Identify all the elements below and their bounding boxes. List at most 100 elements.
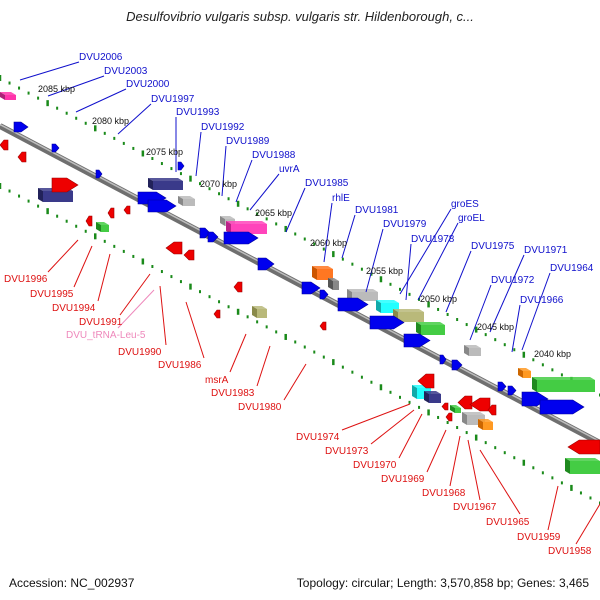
leader-line — [97, 253, 111, 302]
gene-label-groes[interactable]: groES — [451, 199, 479, 210]
gene-label-msra[interactable]: msrA — [205, 375, 229, 386]
gene-label-dvu1990[interactable]: DVU1990 — [118, 347, 162, 358]
gene-label-dvu1979[interactable]: DVU1979 — [383, 219, 427, 230]
scale-label-2080-kbp: 2080 kbp — [92, 116, 129, 126]
gene-label-dvu1994[interactable]: DVU1994 — [52, 303, 96, 314]
gene-label-dvu1972[interactable]: DVU1972 — [491, 275, 535, 286]
leader-line — [117, 289, 155, 329]
gene-label-dvu1959[interactable]: DVU1959 — [517, 532, 561, 543]
gene-label-dvu1964[interactable]: DVU1964 — [550, 263, 594, 274]
gene-label-dvu1978[interactable]: DVU1978 — [411, 234, 455, 245]
forward-gene-arrow — [319, 289, 329, 300]
leader-line — [75, 88, 127, 113]
scale-label-2085-kbp: 2085 kbp — [38, 84, 75, 94]
leader-line — [479, 449, 521, 515]
leader-line — [256, 345, 271, 387]
gene-label-dvu2006[interactable]: DVU2006 — [79, 52, 123, 63]
gene-label-dvu1975[interactable]: DVU1975 — [471, 241, 515, 252]
scale-label-2070-kbp: 2070 kbp — [200, 179, 237, 189]
gene-label-dvu1966[interactable]: DVU1966 — [520, 295, 564, 306]
gene-label-dvu-trna-leu-5[interactable]: DVU_tRNA-Leu-5 — [66, 330, 146, 341]
reverse-gene-arrow — [213, 309, 221, 319]
gene-label-dvu1971[interactable]: DVU1971 — [524, 245, 568, 256]
forward-gene-arrow — [403, 333, 431, 348]
reverse-gene-arrow — [165, 241, 183, 255]
reverse-gene-arrow — [0, 139, 9, 151]
gene-label-dvu1974[interactable]: DVU1974 — [296, 432, 340, 443]
gene-label-dvu1970[interactable]: DVU1970 — [353, 460, 397, 471]
gene-feature-block — [450, 405, 461, 413]
scale-label-2075-kbp: 2075 kbp — [146, 147, 183, 157]
leader-line — [119, 273, 151, 316]
gene-label-dvu1980[interactable]: DVU1980 — [238, 402, 282, 413]
gene-feature-block — [376, 300, 399, 313]
forward-gene-arrow — [301, 281, 321, 295]
leader-line — [405, 243, 412, 301]
gene-label-dvu1986[interactable]: DVU1986 — [158, 360, 202, 371]
leader-line — [370, 409, 415, 445]
gene-label-dvu1997[interactable]: DVU1997 — [151, 94, 195, 105]
leader-line — [283, 363, 307, 401]
leader-line — [47, 239, 79, 273]
forward-gene-arrow — [497, 381, 507, 392]
reverse-gene-arrow — [123, 205, 131, 215]
gene-label-dvu1988[interactable]: DVU1988 — [252, 150, 296, 161]
gene-feature-block — [416, 322, 445, 335]
leader-line — [467, 439, 481, 501]
scale-label-2050-kbp: 2050 kbp — [420, 294, 457, 304]
gene-feature-block — [312, 266, 333, 280]
gene-label-dvu1967[interactable]: DVU1967 — [453, 502, 497, 513]
gene-label-dvu1993[interactable]: DVU1993 — [176, 107, 220, 118]
gene-label-dvu1969[interactable]: DVU1969 — [381, 474, 425, 485]
leader-line — [445, 250, 472, 313]
gene-label-dvu2000[interactable]: DVU2000 — [126, 79, 170, 90]
gene-label-dvu1983[interactable]: DVU1983 — [211, 388, 255, 399]
gene-feature-block — [532, 377, 595, 392]
forward-gene-arrow — [257, 257, 275, 271]
gene-feature-block — [464, 345, 481, 356]
forward-gene-arrow — [451, 359, 463, 371]
gene-label-dvu2003[interactable]: DVU2003 — [104, 66, 148, 77]
upper-tick-row — [0, 75, 600, 397]
gene-feature-block — [0, 92, 16, 100]
gene-label-uvra[interactable]: uvrA — [279, 164, 300, 175]
leader-line — [521, 272, 551, 351]
gene-label-dvu1968[interactable]: DVU1968 — [422, 488, 466, 499]
gene-label-rhle[interactable]: rhlE — [332, 193, 350, 204]
topology-text: Topology: circular; Length: 3,570,858 bp… — [296, 576, 589, 590]
gene-label-dvu1965[interactable]: DVU1965 — [486, 517, 530, 528]
gene-feature-block — [478, 419, 493, 430]
gene-label-dvu1989[interactable]: DVU1989 — [226, 136, 270, 147]
forward-gene-arrow — [199, 227, 211, 239]
forward-gene-arrow — [507, 385, 517, 396]
gene-label-groel[interactable]: groEL — [458, 213, 485, 224]
gene-feature-block — [328, 278, 339, 290]
gene-label-dvu1985[interactable]: DVU1985 — [305, 178, 349, 189]
forward-gene-arrow — [223, 231, 259, 245]
leader-line — [19, 61, 80, 81]
reverse-gene-arrow — [417, 373, 435, 389]
reverse-gene-arrow — [445, 412, 453, 422]
gene-label-dvu1992[interactable]: DVU1992 — [201, 122, 245, 133]
gene-label-dvu1981[interactable]: DVU1981 — [355, 205, 399, 216]
gene-feature-block — [252, 306, 267, 318]
leader-line — [341, 403, 411, 431]
leader-line — [221, 145, 227, 197]
gene-label-dvu1996[interactable]: DVU1996 — [4, 274, 48, 285]
gene-label-dvu1973[interactable]: DVU1973 — [325, 446, 369, 457]
leader-line — [511, 304, 521, 353]
leader-line — [469, 284, 492, 341]
leader-line — [185, 301, 205, 359]
gene-feature-block — [96, 222, 109, 232]
gene-feature-block — [148, 178, 183, 190]
reverse-gene-arrow — [487, 404, 497, 416]
gene-label-dvu1995[interactable]: DVU1995 — [30, 289, 74, 300]
reverse-gene-arrow — [233, 281, 243, 293]
leader-line — [323, 202, 333, 263]
reverse-gene-arrow — [183, 249, 195, 261]
reverse-gene-arrow — [107, 207, 115, 219]
gene-label-dvu1991[interactable]: DVU1991 — [79, 317, 123, 328]
gene-label-dvu1958[interactable]: DVU1958 — [548, 546, 592, 557]
gene-feature-block — [424, 391, 441, 403]
